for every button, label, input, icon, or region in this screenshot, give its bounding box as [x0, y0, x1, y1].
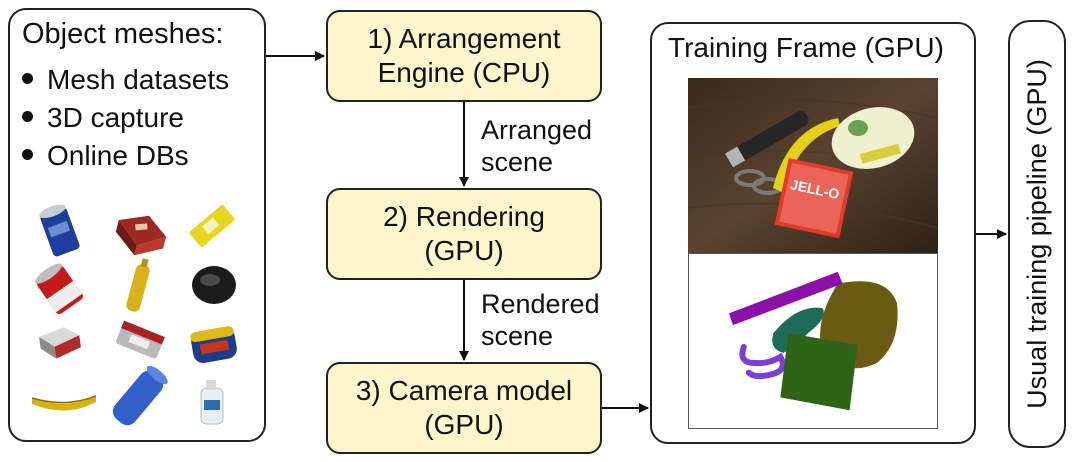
- box-icon: [115, 215, 167, 256]
- camera-model-box: 3) Camera model (GPU): [326, 362, 602, 454]
- camera-model-line2: (GPU): [424, 409, 504, 440]
- rendering-line2: (GPU): [424, 235, 504, 266]
- bullet-dot-icon: [22, 73, 33, 85]
- training-pipeline-box: [1008, 20, 1066, 448]
- rendering-line1: 2) Rendering: [383, 201, 545, 232]
- small-box-icon: [39, 327, 81, 359]
- wrapped-box-icon: [116, 320, 165, 359]
- bullet-item-mesh-datasets: Mesh datasets: [22, 64, 229, 96]
- arrangement-engine-line1: 1) Arrangement: [367, 23, 561, 54]
- seg-green-region: [780, 333, 858, 411]
- bullet-dot-icon: [22, 111, 33, 123]
- camera-model-line1: 3) Camera model: [355, 375, 573, 406]
- mustard-bottle-icon: [126, 258, 150, 312]
- soup-can-icon: [35, 263, 84, 314]
- blue-cylinder-icon: [112, 365, 168, 426]
- training-frame-title: Training Frame (GPU): [668, 32, 944, 63]
- spam-can-icon: [190, 326, 237, 363]
- can-icon: [39, 204, 80, 257]
- bullet-item-online-dbs: Online DBs: [22, 140, 189, 172]
- bleach-render-icon: [831, 107, 915, 169]
- banana-icon: [31, 395, 97, 411]
- marker-object-icon: [725, 111, 809, 168]
- bullet-item-3d-capture: 3D capture: [22, 102, 184, 134]
- edge-label-arranged-scene: Arranged scene: [481, 115, 593, 177]
- rendered-image: JELL-O: [688, 78, 938, 253]
- segmentation-image: [688, 253, 938, 429]
- yellow-box-icon: [189, 205, 235, 247]
- arrangement-engine-box: 1) Arrangement Engine (CPU): [326, 10, 602, 102]
- seg-violet-region: [739, 343, 786, 380]
- seg-purple-region: [728, 271, 843, 326]
- jello-box-icon: JELL-O: [774, 158, 854, 239]
- arrangement-engine-line2: Engine (CPU): [377, 57, 551, 88]
- bleach-bottle-icon: [200, 380, 224, 425]
- object-meshes-title: Object meshes:: [22, 18, 224, 50]
- bowl-icon: [192, 266, 236, 304]
- bullet-dot-icon: [22, 149, 33, 161]
- edge-label-rendered-scene: Rendered scene: [481, 289, 600, 351]
- seg-teal-region: [772, 307, 824, 353]
- rendering-box: 2) Rendering (GPU): [326, 188, 602, 280]
- banana-render-icon: [773, 118, 840, 193]
